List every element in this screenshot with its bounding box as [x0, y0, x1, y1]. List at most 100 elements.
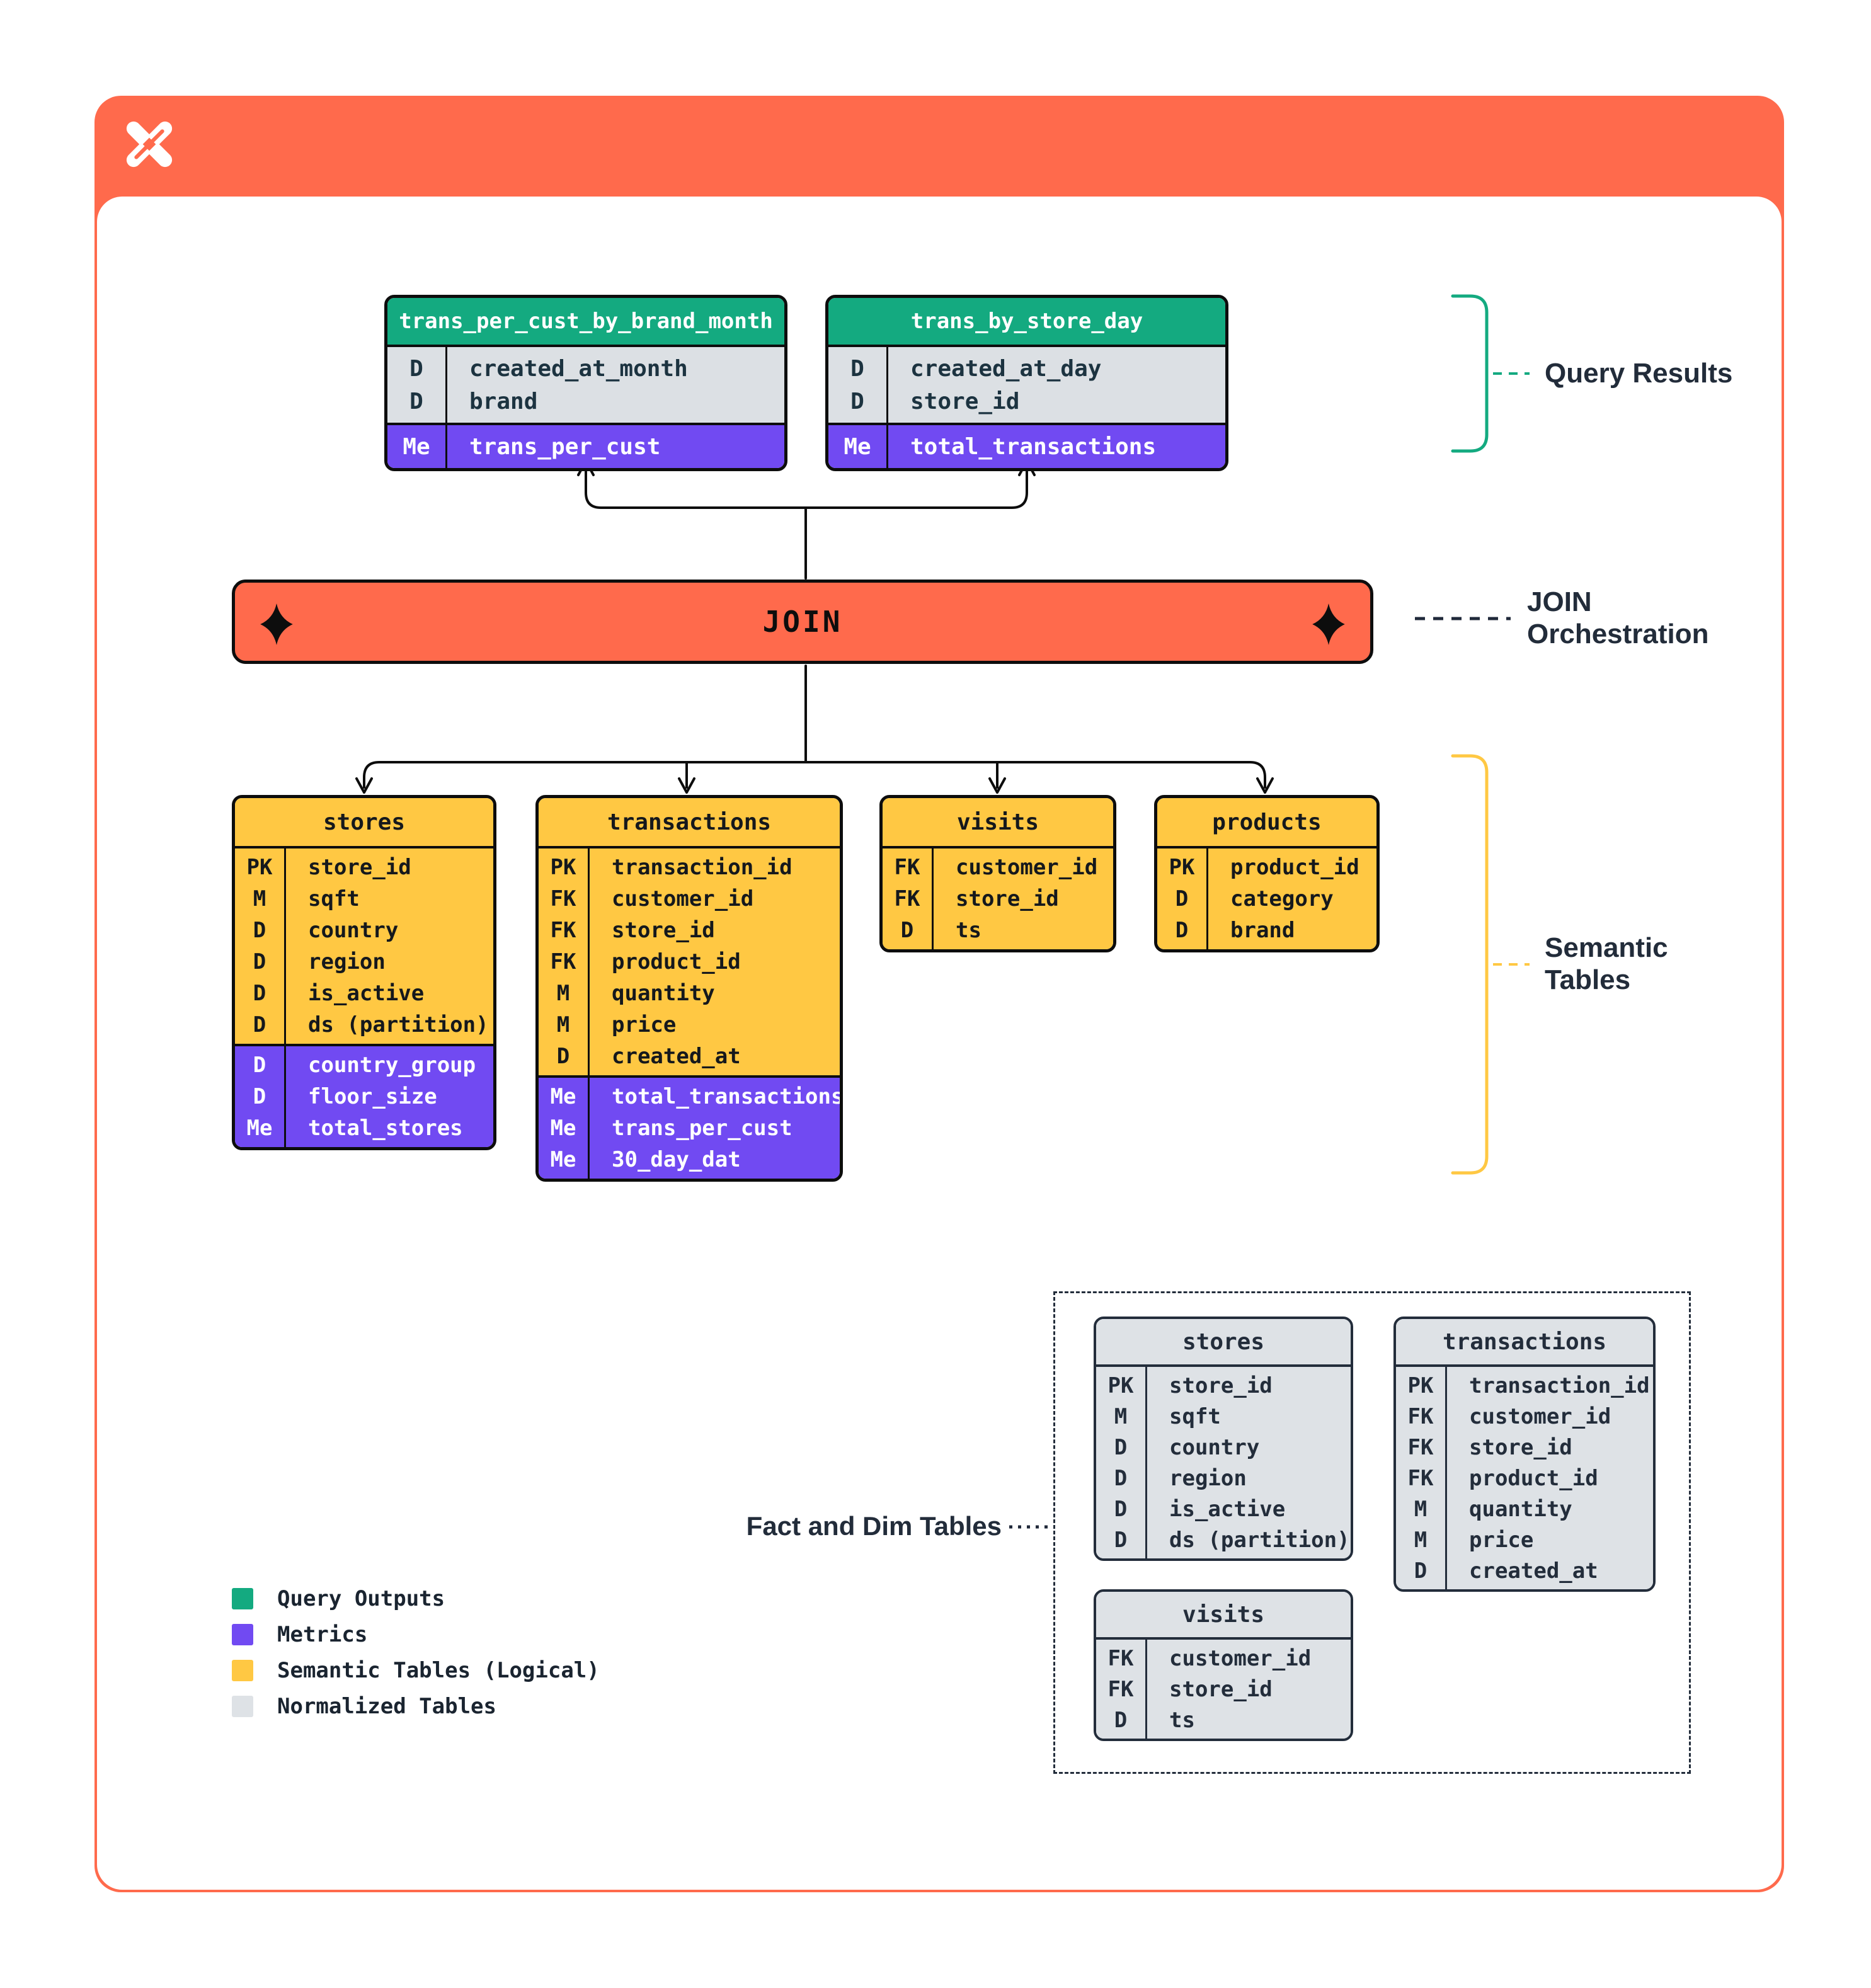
key-badge: D: [409, 355, 423, 382]
key-badge: FK: [550, 949, 576, 974]
key-badge: PK: [550, 855, 576, 880]
field-name: total_transactions: [910, 433, 1157, 460]
key-badge: M: [253, 886, 266, 911]
key-badge: FK: [1407, 1465, 1434, 1491]
table-title: stores: [1096, 1319, 1351, 1367]
key-badge: Me: [403, 433, 430, 460]
key-badge: D: [1114, 1707, 1128, 1733]
key-badge: D: [850, 355, 864, 382]
diamond-icon: [260, 603, 293, 645]
field-name: ts: [1169, 1707, 1195, 1733]
field-name: created_at_day: [910, 355, 1102, 382]
key-badge: FK: [1407, 1434, 1434, 1460]
key-badge: FK: [894, 886, 920, 911]
key-badge: Me: [550, 1084, 576, 1109]
key-badge: D: [253, 918, 266, 943]
legend-swatch: [232, 1660, 253, 1681]
table-row: PK store_id: [235, 852, 493, 883]
field-name: quantity: [612, 981, 715, 1006]
field-name: store_id: [1169, 1373, 1273, 1398]
key-badge: Me: [550, 1116, 576, 1141]
field-name: ds (partition): [1169, 1527, 1350, 1553]
key-badge: D: [1114, 1527, 1128, 1553]
key-badge: PK: [246, 855, 273, 880]
key-badge: Me: [550, 1147, 576, 1172]
legend-label: Query Outputs: [277, 1586, 445, 1611]
key-badge: D: [1114, 1434, 1128, 1460]
join-label: JOIN: [762, 605, 843, 639]
key-badge: D: [1175, 886, 1189, 911]
field-name: brand: [1230, 918, 1295, 943]
key-badge: FK: [550, 886, 576, 911]
legend-swatch: [232, 1624, 253, 1645]
field-name: store_id: [910, 388, 1020, 414]
field-name: country_group: [308, 1053, 476, 1078]
field-name: customer_id: [1169, 1645, 1312, 1671]
legend-label: Normalized Tables: [277, 1694, 496, 1719]
key-badge: D: [1175, 918, 1189, 943]
field-name: store_id: [1169, 1676, 1273, 1702]
key-badge: PK: [1407, 1373, 1434, 1398]
table-title: visits: [883, 798, 1113, 848]
field-name: country: [308, 918, 399, 943]
field-name: store_id: [1469, 1434, 1572, 1460]
table-title: trans_per_cust_by_brand_month: [387, 298, 784, 347]
field-name: store_id: [308, 855, 411, 880]
table-row: Me total_transactions: [539, 1081, 840, 1112]
key-badge: M: [1414, 1496, 1428, 1522]
key-badge: FK: [894, 855, 920, 880]
field-name: total_transactions: [612, 1084, 843, 1109]
legend-item: Semantic Tables (Logical): [232, 1658, 600, 1683]
key-badge: PK: [1107, 1373, 1134, 1398]
key-badge: D: [1414, 1558, 1428, 1584]
legend-swatch: [232, 1588, 253, 1609]
field-name: customer_id: [956, 855, 1098, 880]
key-badge: D: [409, 388, 423, 414]
table-title: products: [1157, 798, 1376, 848]
key-badge: M: [556, 981, 570, 1006]
legend-item: Normalized Tables: [232, 1694, 600, 1719]
field-name: product_id: [1230, 855, 1359, 880]
field-name: is_active: [1169, 1496, 1286, 1522]
field-name: store_id: [612, 918, 715, 943]
